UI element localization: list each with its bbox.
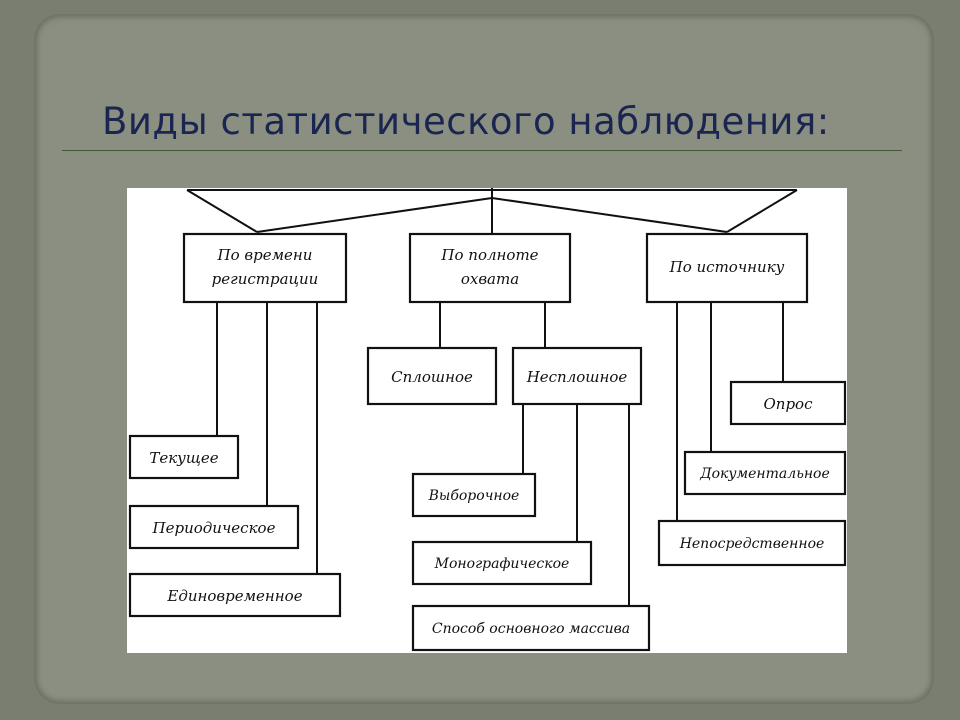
item-documentary: Документальное — [683, 450, 847, 496]
title-divider — [62, 150, 902, 151]
item-partial: Несплошное — [511, 346, 643, 406]
group-coverage: По полноте охвата — [408, 232, 572, 304]
item-complete: Сплошное — [366, 346, 498, 406]
item-survey: Опрос — [729, 380, 847, 426]
group-source: По источнику — [645, 232, 809, 304]
item-survey-label: Опрос — [764, 395, 814, 413]
item-monographic-label: Монографическое — [434, 556, 570, 572]
group-coverage-label-1: По полноте — [440, 246, 538, 264]
item-documentary-label: Документальное — [699, 466, 830, 482]
item-sample-label: Выборочное — [428, 488, 520, 504]
item-direct-label: Непосредственное — [679, 536, 825, 552]
item-periodic-label: Периодическое — [152, 519, 276, 537]
item-periodic: Периодическое — [128, 504, 300, 550]
item-one-time: Единовременное — [128, 572, 342, 618]
item-current-label: Текущее — [149, 449, 218, 467]
item-main-array: Способ основного массива — [411, 604, 651, 652]
group-coverage-label-2: охвата — [461, 270, 519, 288]
classification-diagram: По времени регистрации По полноте охвата… — [128, 188, 847, 652]
group-source-label: По источнику — [669, 258, 785, 276]
item-complete-label: Сплошное — [391, 368, 473, 386]
group-time-label-1: По времени — [217, 246, 313, 264]
connector-lines — [186, 188, 798, 606]
group-time: По времени регистрации — [182, 232, 348, 304]
item-monographic: Монографическое — [411, 540, 593, 586]
item-one-time-label: Единовременное — [166, 587, 302, 605]
diagram-panel: По времени регистрации По полноте охвата… — [127, 188, 847, 653]
item-partial-label: Несплошное — [526, 368, 628, 386]
item-main-array-label: Способ основного массива — [432, 621, 630, 637]
group-time-label-2: регистрации — [212, 270, 319, 288]
item-sample: Выборочное — [411, 472, 537, 518]
slide-title: Виды статистического наблюдения: — [102, 100, 830, 143]
item-current: Текущее — [128, 434, 240, 480]
item-direct: Непосредственное — [657, 519, 847, 567]
